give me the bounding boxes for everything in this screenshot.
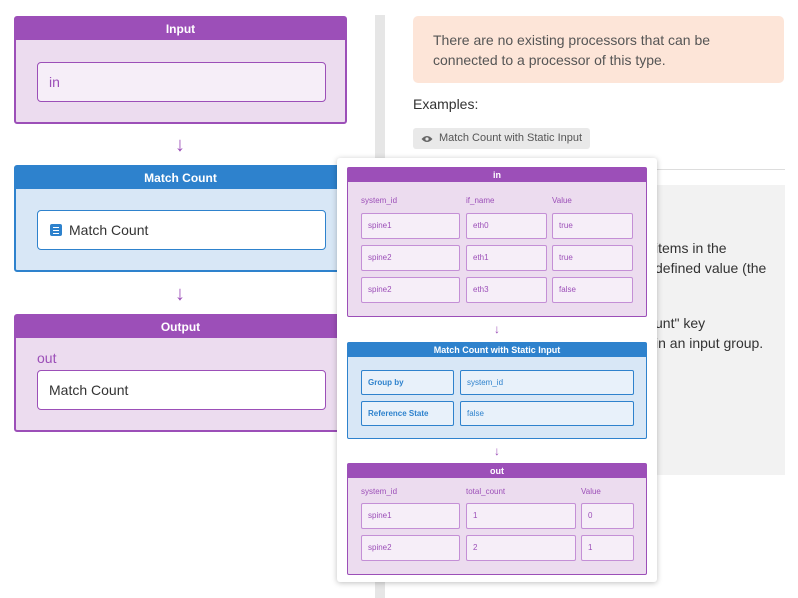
column-header: if_name bbox=[466, 196, 495, 205]
table-cell: false bbox=[552, 277, 633, 303]
table-cell: 1 bbox=[466, 503, 576, 529]
table-cell: eth1 bbox=[466, 245, 547, 271]
table-cell: spine2 bbox=[361, 277, 460, 303]
table-cell: true bbox=[552, 213, 633, 239]
input-field[interactable]: in bbox=[37, 62, 326, 102]
column-header: total_count bbox=[466, 487, 506, 496]
column-header: system_id bbox=[361, 487, 398, 496]
popup-in-title: in bbox=[348, 168, 646, 182]
processor-param-value: system_id bbox=[460, 370, 634, 395]
table-cell: 2 bbox=[466, 535, 576, 561]
table-cell: 1 bbox=[581, 535, 634, 561]
description-text: in an input group. bbox=[655, 335, 764, 351]
output-field[interactable]: Match Count bbox=[37, 370, 326, 410]
match-count-field[interactable]: Match Count bbox=[37, 210, 326, 250]
table-cell: spine1 bbox=[361, 213, 460, 239]
list-icon bbox=[50, 224, 62, 236]
description-text: defined value (the bbox=[655, 260, 767, 276]
output-block: Output out Match Count bbox=[14, 314, 347, 432]
description-text: items in the bbox=[655, 240, 727, 256]
flow-arrow-icon: ↓ bbox=[494, 444, 500, 458]
match-count-field-label: Match Count bbox=[69, 222, 149, 238]
match-count-block: Match Count Match Count bbox=[14, 165, 347, 272]
output-block-title: Output bbox=[16, 316, 345, 338]
popup-in-block: in system_id if_name Value spine1 eth0 t… bbox=[347, 167, 647, 317]
match-count-block-title: Match Count bbox=[16, 167, 345, 189]
example-chip[interactable]: Match Count with Static Input bbox=[413, 128, 591, 149]
output-label: out bbox=[37, 350, 57, 366]
table-cell: eth0 bbox=[466, 213, 547, 239]
column-header: system_id bbox=[361, 196, 398, 205]
input-block-title: Input bbox=[16, 18, 345, 40]
table-cell: true bbox=[552, 245, 633, 271]
example-preview-popup: in system_id if_name Value spine1 eth0 t… bbox=[337, 158, 657, 582]
flow-arrow-icon: ↓ bbox=[175, 283, 185, 305]
flow-arrow-icon: ↓ bbox=[175, 134, 185, 156]
table-cell: spine1 bbox=[361, 503, 460, 529]
column-header: Value bbox=[581, 487, 601, 496]
input-block: Input in bbox=[14, 16, 347, 124]
example-chip-label: Match Count with Static Input bbox=[439, 132, 583, 144]
table-cell: spine2 bbox=[361, 535, 460, 561]
table-cell: spine2 bbox=[361, 245, 460, 271]
flow-arrow-icon: ↓ bbox=[494, 322, 500, 336]
no-processors-notice: There are no existing processors that ca… bbox=[413, 16, 784, 83]
table-cell: eth3 bbox=[466, 277, 547, 303]
description-text: unt" key bbox=[655, 315, 706, 331]
popup-processor-title: Match Count with Static Input bbox=[348, 343, 646, 357]
table-cell: 0 bbox=[581, 503, 634, 529]
examples-label: Examples: bbox=[413, 96, 479, 112]
separator bbox=[655, 169, 785, 170]
eye-icon bbox=[421, 135, 433, 142]
processor-param-value: false bbox=[460, 401, 634, 426]
processor-param-label: Reference State bbox=[361, 401, 454, 426]
column-header: Value bbox=[552, 196, 572, 205]
description-panel bbox=[655, 185, 785, 475]
popup-out-title: out bbox=[348, 464, 646, 478]
popup-out-block: out system_id total_count Value spine1 1… bbox=[347, 463, 647, 575]
processor-param-label: Group by bbox=[361, 370, 454, 395]
popup-processor-block: Match Count with Static Input Group by s… bbox=[347, 342, 647, 439]
